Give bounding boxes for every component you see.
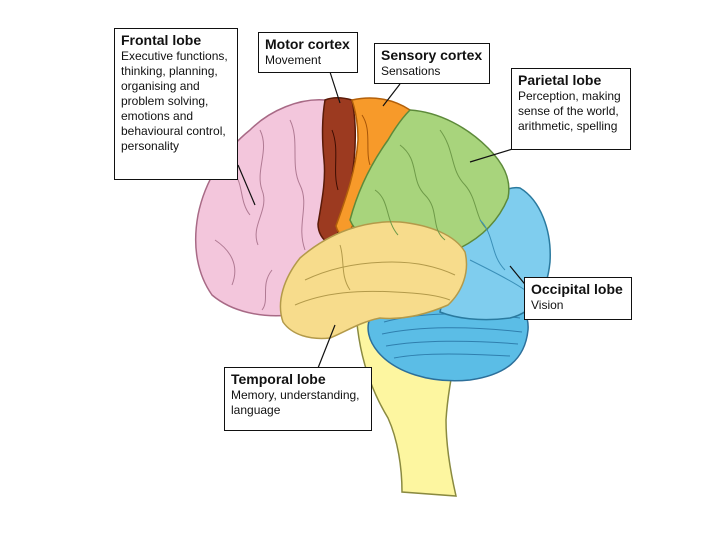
pointer-lines (237, 71, 529, 369)
frontal-lobe-description: Executive functions, thinking, planning,… (121, 49, 231, 154)
sensory-gyri (361, 114, 371, 166)
parietal-lobe-description: Perception, making sense of the world, a… (518, 89, 624, 134)
sensory-cortex-label: Sensory cortex Sensations (374, 43, 490, 84)
parietal-lobe-label: Parietal lobe Perception, making sense o… (511, 68, 631, 150)
sensory-pointer (382, 83, 401, 107)
temporal-lobe (279, 221, 468, 340)
temporal-desc-line: Memory, understanding, (231, 388, 360, 402)
sensory-desc-line: Sensations (381, 64, 441, 78)
temporal-gyri (294, 244, 456, 306)
frontal-lobe-title: Frontal lobe (121, 32, 202, 48)
occipital-desc-line: Vision (531, 298, 564, 312)
motor-cortex-label: Motor cortex Movement (258, 32, 358, 73)
motor-desc-line: Movement (265, 53, 322, 67)
frontal-desc-line: Executive functions, (121, 49, 228, 63)
temporal-desc-line: language (231, 403, 281, 417)
temporal-lobe-label: Temporal lobe Memory, understanding, lan… (224, 367, 372, 431)
frontal-desc-line: organising and (121, 79, 200, 93)
parietal-desc-line: sense of the world, (518, 104, 619, 118)
frontal-desc-line: personality (121, 139, 180, 153)
temporal-lobe-title: Temporal lobe (231, 371, 326, 387)
parietal-desc-line: arithmetic, spelling (518, 119, 618, 133)
motor-cortex-title: Motor cortex (265, 36, 350, 52)
parietal-desc-line: Perception, making (518, 89, 621, 103)
frontal-desc-line: behavioural control, (121, 124, 226, 138)
frontal-gyri (214, 119, 306, 311)
frontal-desc-line: thinking, planning, (121, 64, 218, 78)
sensory-cortex-description: Sensations (381, 64, 483, 79)
frontal-desc-line: emotions and (121, 109, 194, 123)
parietal-pointer (469, 147, 517, 163)
motor-cortex-description: Movement (265, 53, 351, 68)
parietal-lobe-title: Parietal lobe (518, 72, 602, 88)
sensory-cortex-title: Sensory cortex (381, 47, 483, 63)
temporal-pointer (317, 324, 336, 369)
occipital-gyri (469, 219, 526, 291)
occipital-lobe-label: Occipital lobe Vision (524, 277, 632, 320)
temporal-lobe-description: Memory, understanding, language (231, 388, 365, 418)
frontal-lobe-label: Frontal lobe Executive functions, thinki… (114, 28, 238, 180)
motor-pointer (329, 71, 341, 104)
frontal-desc-line: problem solving, (121, 94, 209, 108)
occipital-lobe-title: Occipital lobe (531, 281, 623, 297)
parietal-gyri (374, 129, 489, 241)
occipital-lobe-description: Vision (531, 298, 625, 313)
motor-sensory-gyri (331, 129, 339, 191)
frontal-pointer (237, 164, 256, 206)
